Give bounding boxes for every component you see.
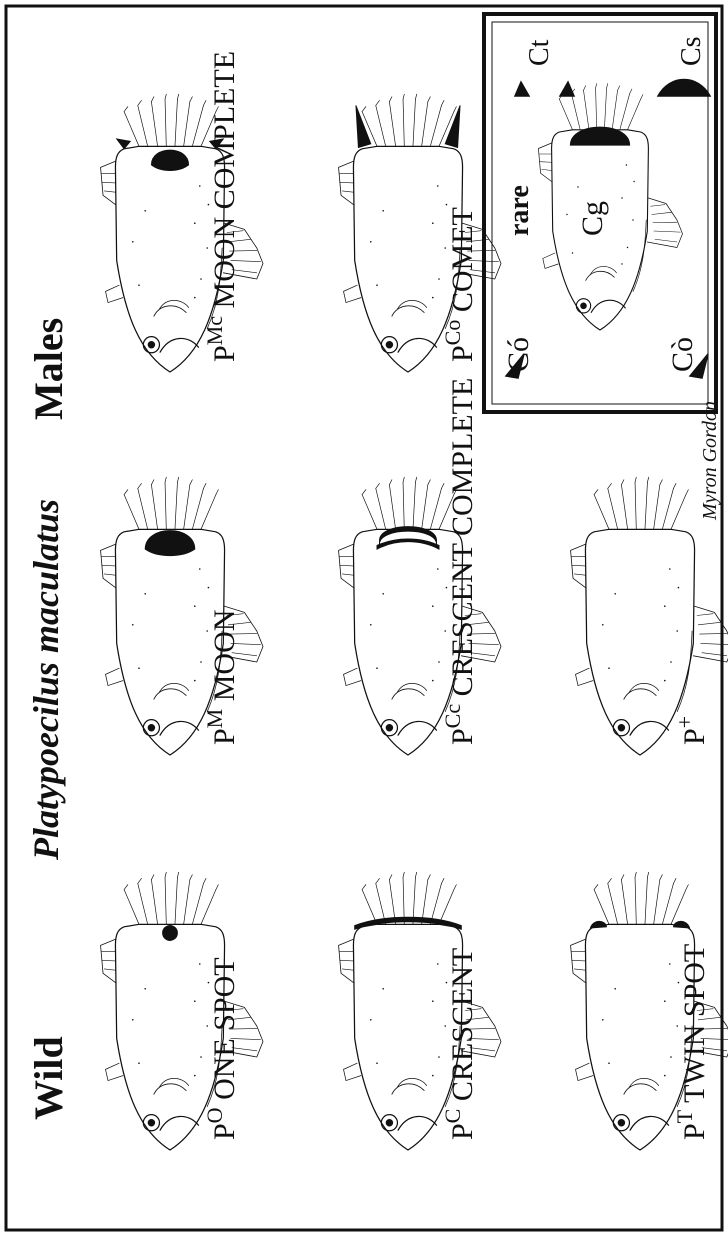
rare-title: rare — [504, 185, 535, 236]
rare-label-cg: Cg — [576, 201, 609, 236]
fish-label-crescent: PC CRESCENT — [440, 948, 480, 1140]
rare-ct-mark-left — [515, 82, 529, 96]
fish-label-plain: P+ — [672, 716, 712, 745]
rare-label-co-bottom: Cò — [666, 337, 699, 372]
fish-label-crescent-complete: PCc CRESCENT COMPLETE — [440, 378, 480, 745]
rare-label-co-top: Có — [502, 337, 535, 372]
rare-label-ct: Ct — [524, 39, 555, 66]
rare-ct-mark-right — [560, 82, 574, 96]
header-wild: Wild — [26, 1036, 71, 1120]
fish-label-moon-complete: PMc MOON COMPLETE — [202, 51, 242, 362]
header-males: Males — [26, 318, 71, 420]
fish-label-twin-spot: PT TWIN SPOT — [672, 944, 712, 1140]
rare-box-fish — [538, 84, 682, 330]
rare-label-cs: Cs — [676, 36, 707, 66]
fish-label-comet: PCo COMET — [440, 207, 480, 362]
rare-cs-mark — [658, 80, 710, 97]
fish-layer — [101, 80, 728, 1151]
plate-border — [6, 6, 722, 1230]
fish-label-moon: PM MOON — [202, 610, 242, 745]
header-species: Platypoecilus maculatus — [26, 499, 66, 861]
fish-label-one-spot: PO ONE SPOT — [202, 957, 242, 1140]
signature: Myron Gordon — [699, 401, 721, 521]
